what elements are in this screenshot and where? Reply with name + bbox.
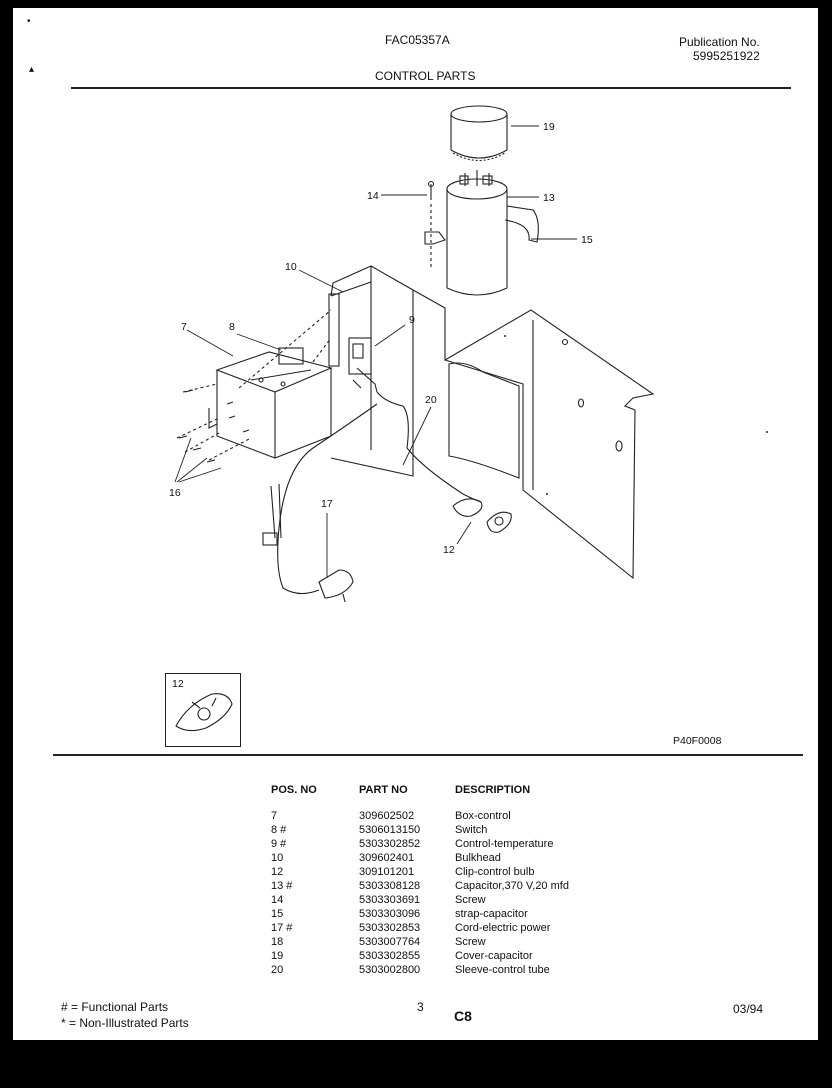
header-pos-no: POS. NO [271, 784, 317, 796]
assembly-lines [176, 309, 332, 461]
callout-15: 15 [581, 234, 593, 246]
section-title: CONTROL PARTS [375, 69, 476, 83]
header-part-no: PART NO [359, 784, 408, 796]
control-parts-diagram: 19 13 15 14 10 7 8 9 20 16 17 12 P40F000… [169, 105, 768, 747]
callout-9: 9 [409, 314, 415, 326]
legend-non-illustrated: * = Non-Illustrated Parts [61, 1016, 189, 1030]
callout-17: 17 [321, 498, 333, 510]
legend-functional: # = Functional Parts [61, 1000, 169, 1014]
capacitor-cover-drawing [450, 105, 508, 162]
callout-13: 13 [543, 192, 555, 204]
parts-page: • ▴ FAC05357A Publication No. 5995251922… [13, 8, 818, 1040]
screw-drawing [424, 180, 446, 270]
section-code: C8 [454, 1008, 472, 1024]
margin-dots [504, 335, 768, 495]
leader-lines [174, 125, 577, 578]
table-rule [53, 754, 803, 756]
header-description: DESCRIPTION [455, 784, 531, 796]
power-cord-drawing [262, 403, 378, 603]
inset-detail-box: 12 [165, 673, 241, 747]
header-rule [71, 87, 791, 89]
callout-12: 12 [443, 544, 455, 556]
margin-mark: • [27, 16, 31, 27]
callout-14: 14 [367, 190, 379, 202]
inset-label: 12 [172, 678, 184, 690]
callout-20: 20 [425, 394, 437, 406]
margin-mark: ▴ [29, 64, 35, 75]
callout-7: 7 [181, 321, 187, 333]
revision-date: 03/94 [733, 1002, 764, 1016]
control-tube-drawing [376, 391, 482, 503]
publication-label: Publication No. [679, 35, 760, 49]
figure-code: P40F0008 [673, 735, 722, 747]
callout-16: 16 [169, 487, 181, 499]
capacitor-drawing [446, 170, 508, 296]
screws-drawing [178, 389, 250, 463]
clip-drawing [452, 498, 512, 533]
callout-10: 10 [285, 261, 297, 273]
model-number: FAC05357A [385, 33, 450, 47]
callout-8: 8 [229, 321, 235, 333]
publication-number: 5995251922 [693, 49, 760, 63]
side-panel-drawing [412, 289, 655, 580]
control-box-drawing [208, 347, 333, 459]
callout-19: 19 [543, 121, 555, 133]
page-number: 3 [417, 1000, 424, 1014]
clip-detail-drawing [175, 693, 233, 732]
strap-drawing [504, 205, 539, 243]
switch-drawing [348, 337, 378, 393]
